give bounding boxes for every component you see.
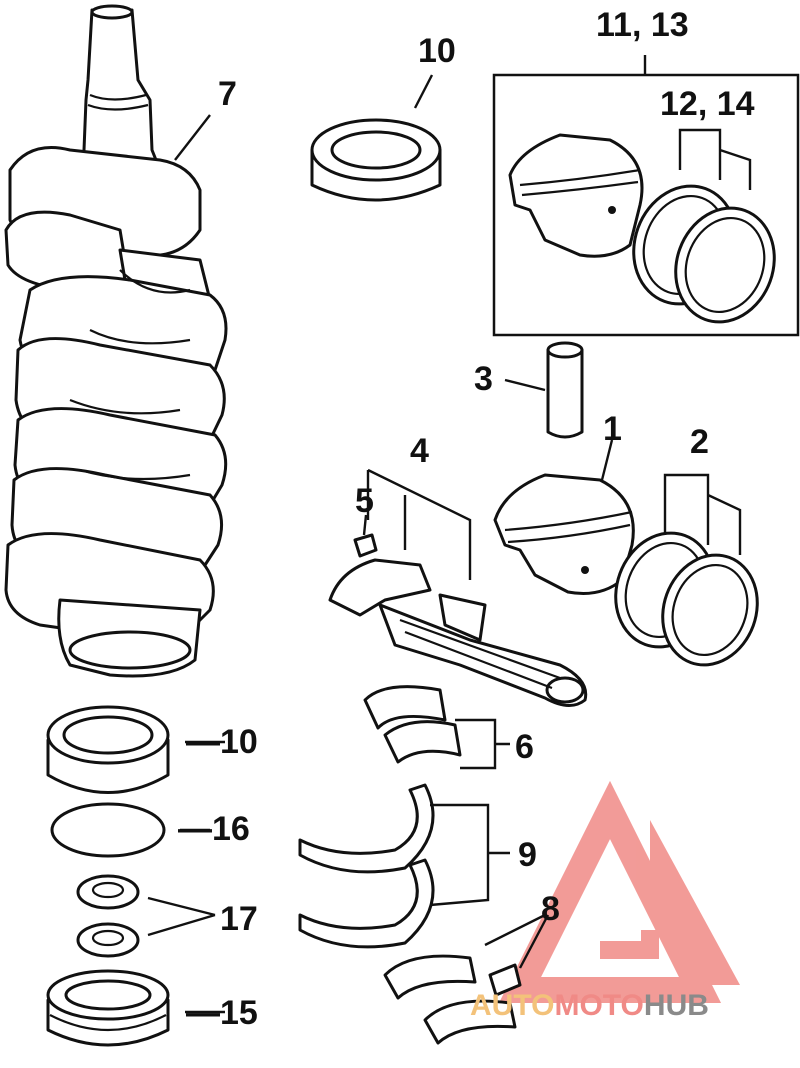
label-7: 7 [218,75,237,113]
label-1: 1 [603,410,622,448]
label-2: 2 [690,423,709,461]
piston-part [493,439,635,595]
main-bearing-part [383,913,550,1045]
label-3: 3 [474,360,493,398]
watermark-hub: HUB [644,989,709,1022]
bearing-housing-top-part [310,118,442,202]
rod-bearing-part [363,685,510,770]
watermark-moto: MOTO [554,989,643,1022]
label-15: —15 [186,994,258,1032]
seal-housing-15-part [46,969,225,1047]
label-11-13: 11, 13 [596,6,689,44]
watermark-logo [498,780,740,1003]
label-5: 5 [355,482,374,520]
label-8: 8 [541,890,560,928]
label-10-top: 10 [418,32,456,70]
label-17: 17 [220,900,258,938]
label-12-14: 12, 14 [660,85,755,123]
connecting-rod-part [328,468,588,707]
label-4: 4 [410,432,429,470]
label-16: —16 [178,810,250,848]
crankshaft-part [4,4,228,678]
piston-pin-part [504,341,584,439]
watermark-text: AUTOMOTOHUB [470,989,709,1022]
bearing-housing-lower-part [46,705,225,794]
label-10-bottom: —10 [186,723,258,761]
label-6: 6 [515,728,534,766]
watermark-auto: AUTO [470,989,554,1022]
thrust-washers-part [298,783,510,949]
piston-kit-box [492,55,800,337]
seals-17-part [76,874,216,958]
piston-rings-part [614,473,759,667]
label-9: 9 [518,836,537,874]
o-ring-16-part [50,802,210,858]
